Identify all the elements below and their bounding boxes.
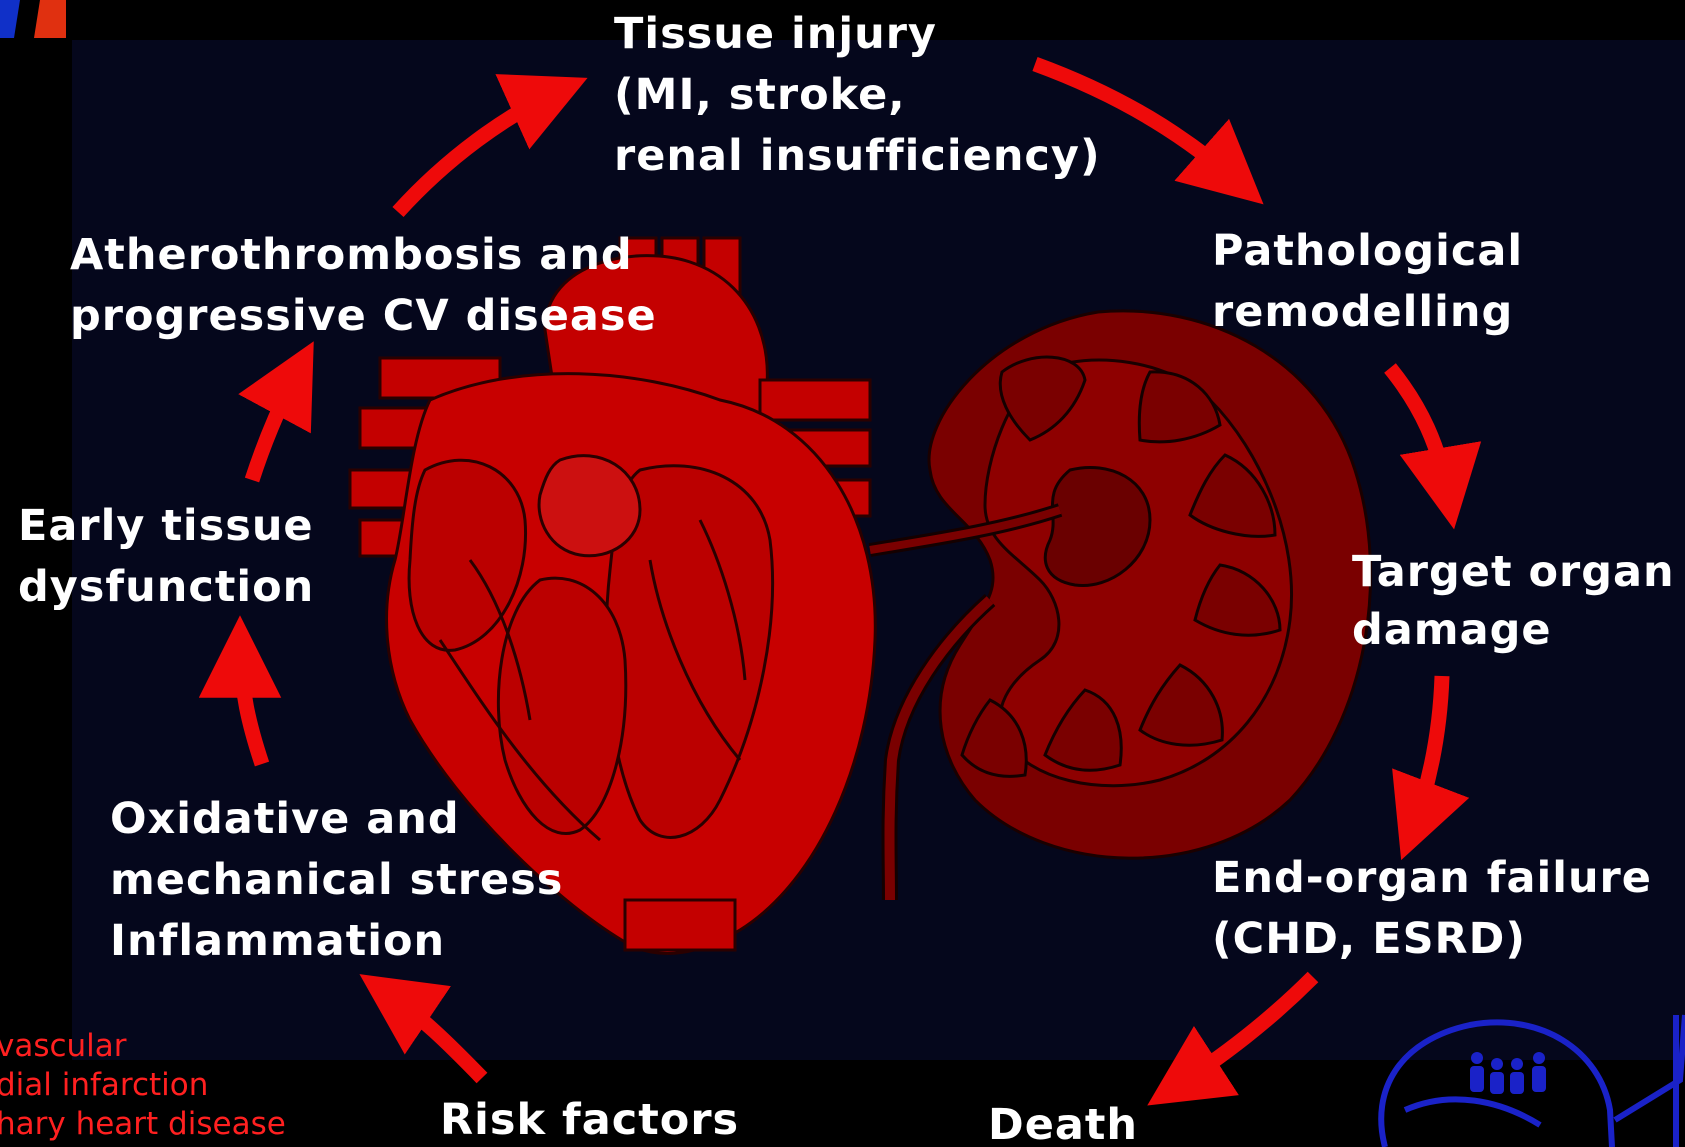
node-atherothrombosis: Atherothrombosis and progressive CV dise… <box>70 225 657 347</box>
node-line: damage <box>1352 601 1675 659</box>
node-target-organ-damage: Target organ damage <box>1352 543 1675 659</box>
arrow-early-to-athero-icon <box>252 363 302 480</box>
abbreviation-legend-fragment: vascular dial infarction hary heart dise… <box>0 1027 286 1144</box>
node-pathological-remodelling: Pathological remodelling <box>1212 221 1523 343</box>
node-line: dysfunction <box>18 557 314 618</box>
node-line: (CHD, ESRD) <box>1212 909 1652 970</box>
node-line: Death <box>988 1095 1138 1147</box>
node-line: remodelling <box>1212 282 1523 343</box>
arrow-oxidative-to-early-icon <box>240 640 262 764</box>
node-oxidative-mechanical-stress: Oxidative and mechanical stress Inflamma… <box>110 789 563 972</box>
node-line: Early tissue <box>18 496 314 557</box>
node-risk-factors: Risk factors <box>440 1090 739 1147</box>
legend-line: vascular <box>0 1027 286 1066</box>
arrow-remodelling-to-target-icon <box>1390 368 1450 505</box>
node-tissue-injury: Tissue injury (MI, stroke, renal insuffi… <box>614 4 1101 187</box>
node-line: mechanical stress <box>110 850 563 911</box>
node-end-organ-failure: End-organ failure (CHD, ESRD) <box>1212 848 1652 970</box>
node-line: Oxidative and <box>110 789 563 850</box>
node-line: progressive CV disease <box>70 286 657 347</box>
node-line: Target organ <box>1352 543 1675 601</box>
node-line: Tissue injury <box>614 4 1101 65</box>
node-line: (MI, stroke, <box>614 65 1101 126</box>
node-line: Risk factors <box>440 1090 739 1147</box>
node-line: Atherothrombosis and <box>70 225 657 286</box>
node-death: Death <box>988 1095 1138 1147</box>
node-line: renal insufficiency) <box>614 126 1101 187</box>
node-line: End-organ failure <box>1212 848 1652 909</box>
arrow-athero-to-injury-icon <box>398 88 565 212</box>
node-line: Pathological <box>1212 221 1523 282</box>
legend-line: dial infarction <box>0 1066 286 1105</box>
kidney-cross-section-icon <box>870 311 1371 900</box>
node-early-tissue-dysfunction: Early tissue dysfunction <box>18 496 314 618</box>
arrow-target-to-failure-icon <box>1410 676 1442 837</box>
node-line: Inflammation <box>110 911 563 972</box>
legend-line: hary heart disease <box>0 1105 286 1144</box>
